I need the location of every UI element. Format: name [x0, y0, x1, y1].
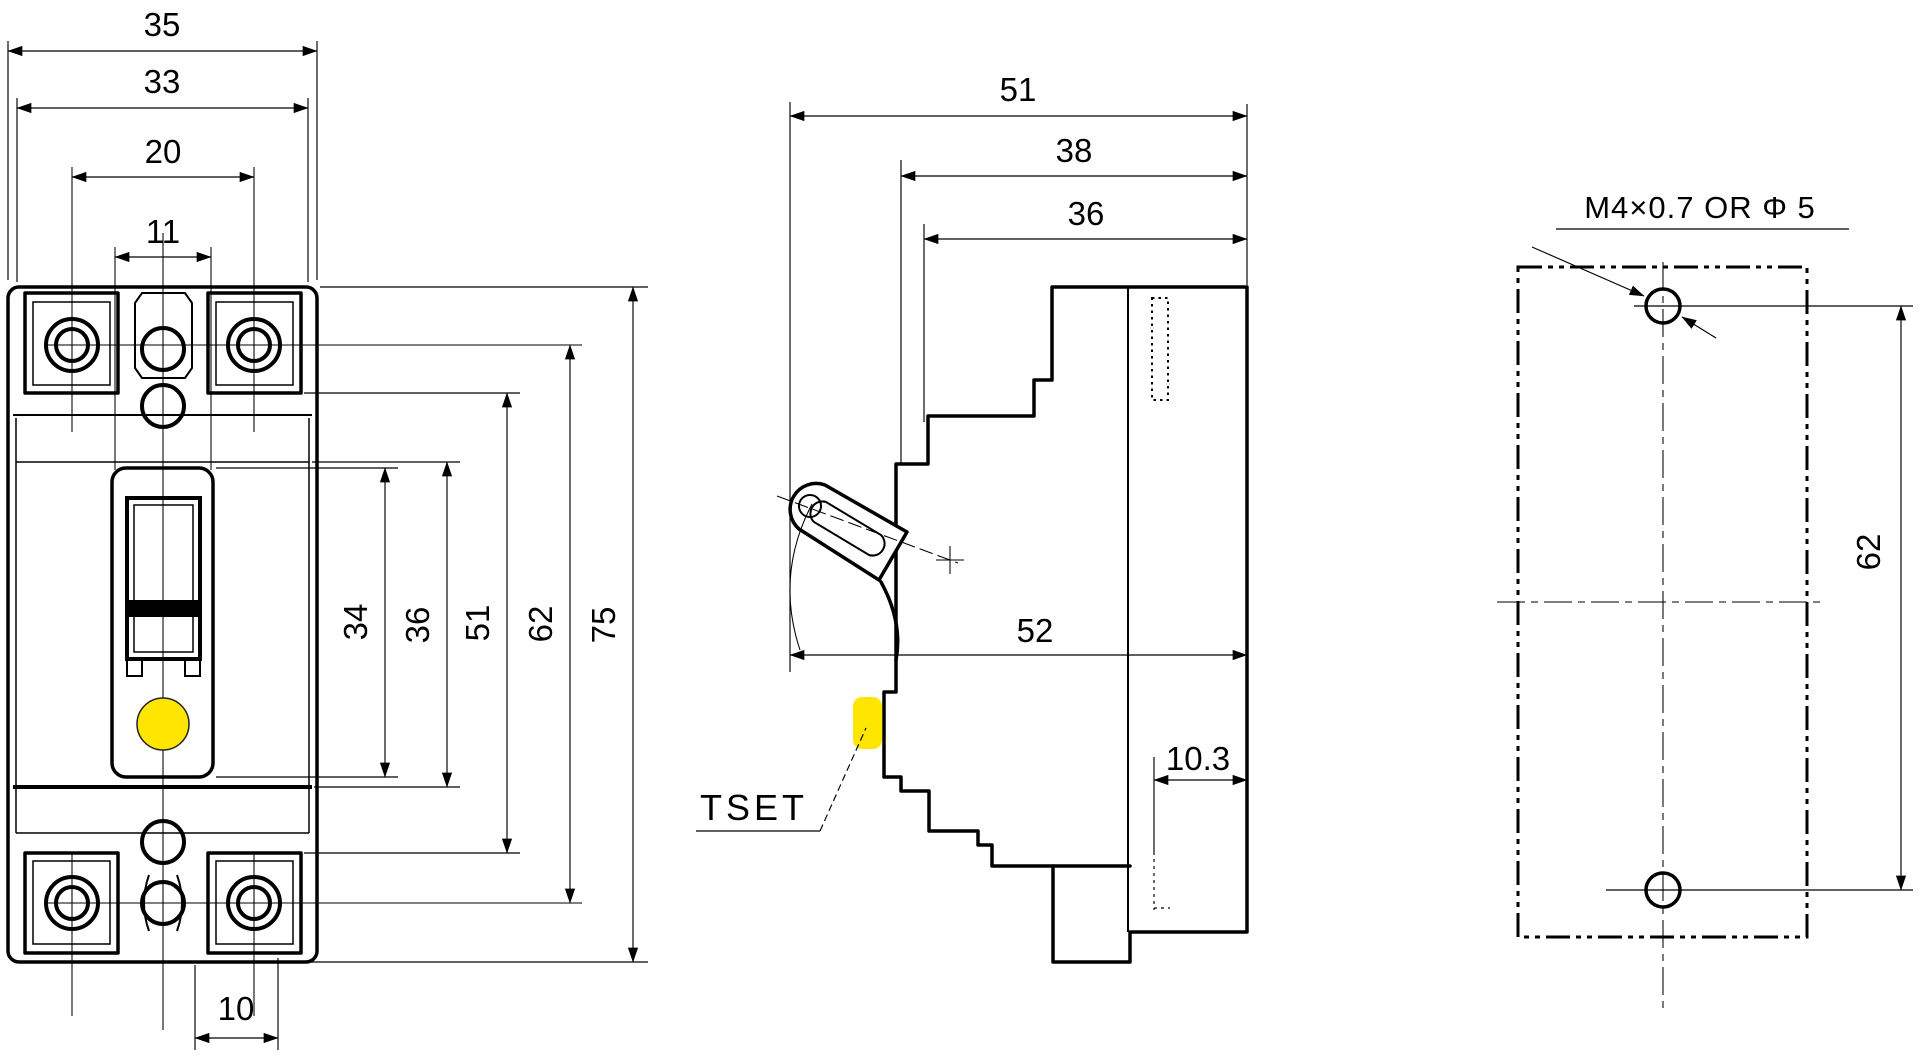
dim-front-screw-pitch: 20 — [145, 133, 182, 170]
dim-front-block-spacing: 51 — [459, 605, 496, 642]
dim-mount-hole-pitch: 62 — [1850, 534, 1887, 571]
dim-side-front-depth: 38 — [1056, 132, 1093, 169]
dim-front-body-width: 33 — [144, 63, 181, 100]
dim-front-screw-vertical-pitch: 62 — [522, 606, 559, 643]
mounting-hole-view: M4×0.7 OR Φ 5 62 — [1497, 190, 1913, 1012]
nameplate-slot-hidden — [1151, 297, 1169, 401]
tset-leader-line — [819, 727, 867, 832]
dim-front-cover-height: 36 — [399, 607, 436, 644]
bottom-mounting-hole-front — [140, 819, 186, 865]
front-view: 35 33 20 11 — [6, 6, 648, 1050]
test-button-front[interactable] — [136, 697, 190, 751]
bottom-terminal-blocks — [23, 851, 303, 955]
toggle-handle-side — [776, 481, 964, 662]
hole-spec-leader-upper — [1531, 246, 1645, 297]
dim-front-toggle-height: 34 — [337, 604, 374, 641]
toggle-switch — [110, 466, 215, 779]
dim-front-overall-width: 35 — [144, 6, 181, 43]
hole-spec-leader-lower — [1681, 316, 1717, 339]
breaker-body-front — [6, 285, 319, 964]
dim-front-bottom-offset: 10 — [218, 990, 255, 1027]
handle-swing-arc — [789, 503, 813, 651]
side-view: 51 38 36 52 10.3 TSET — [696, 71, 1249, 964]
top-mounting-hole-front — [140, 383, 186, 429]
test-button-side[interactable] — [853, 697, 882, 749]
mounting-hole-spec: M4×0.7 OR Φ 5 — [1584, 190, 1816, 225]
toggle-band — [127, 600, 200, 617]
top-terminal-blocks — [23, 291, 303, 395]
dim-side-face-depth: 36 — [1068, 195, 1105, 232]
test-button-label: TSET — [700, 787, 808, 828]
dim-side-step-depth: 10.3 — [1166, 740, 1230, 777]
breaker-body-side — [882, 285, 1249, 964]
dim-side-overall-depth: 51 — [1000, 71, 1037, 108]
dim-front-overall-height: 75 — [585, 607, 622, 644]
dim-side-mid-depth: 52 — [1017, 612, 1054, 649]
